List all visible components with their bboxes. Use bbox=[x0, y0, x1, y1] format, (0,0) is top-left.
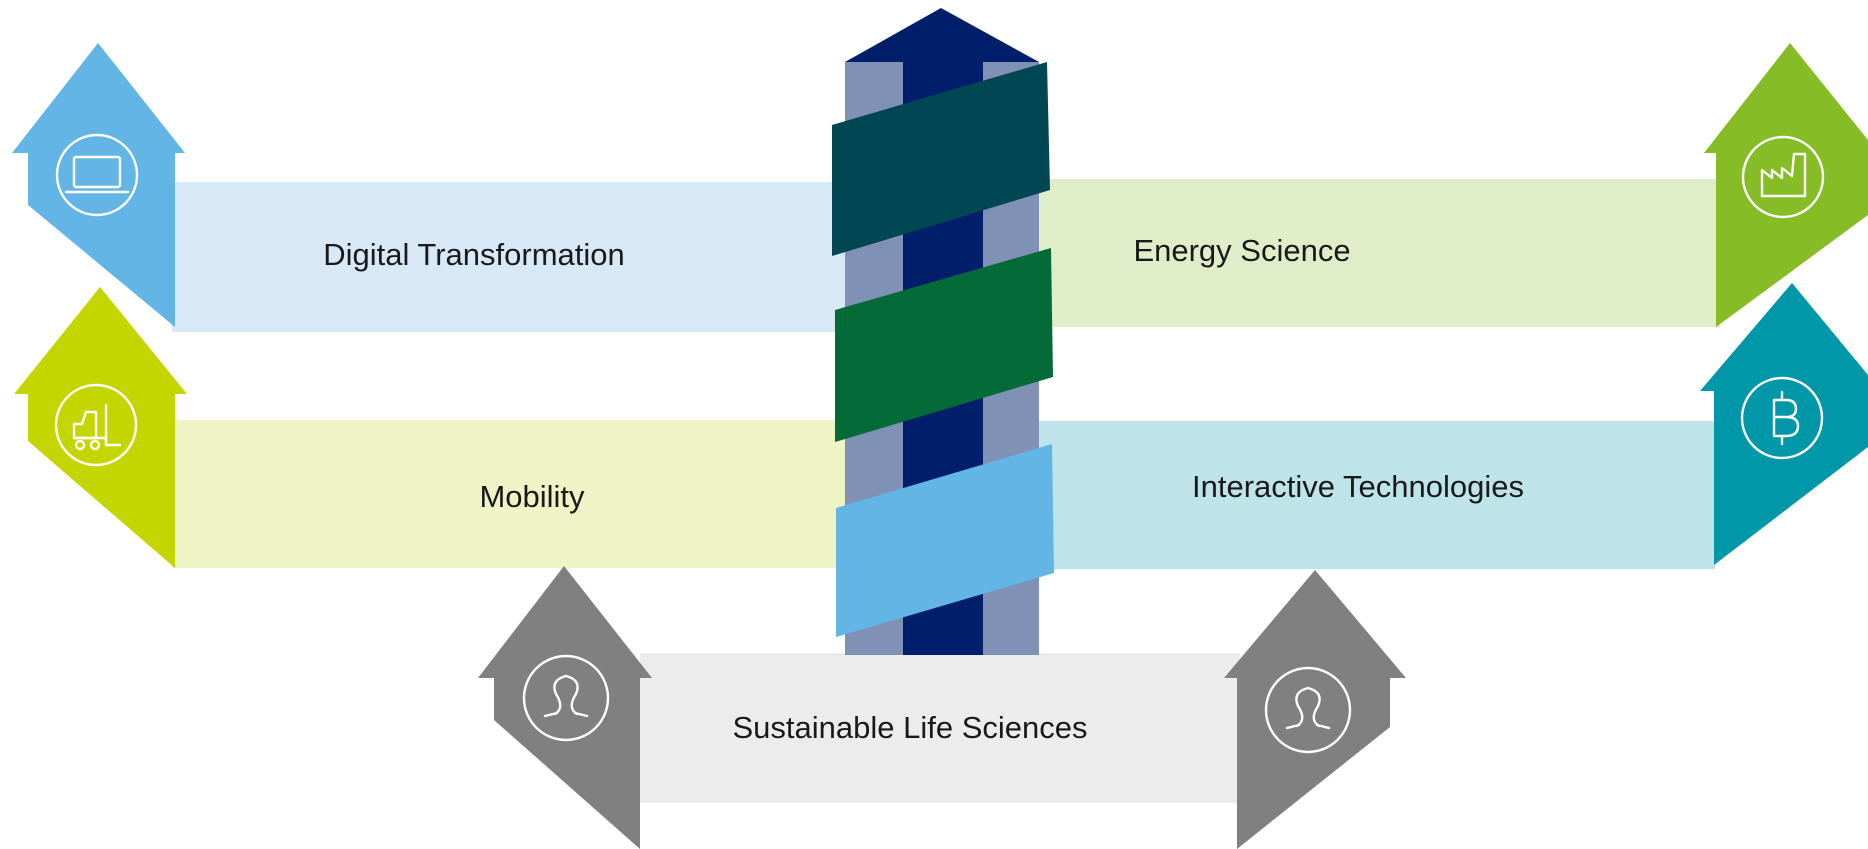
band-digital-transformation bbox=[172, 182, 852, 332]
band-top bbox=[832, 62, 1050, 256]
arrow-interactive-technologies bbox=[1700, 283, 1868, 565]
arrow-digital-transformation bbox=[12, 43, 185, 327]
band-interactive-technologies bbox=[1035, 421, 1715, 569]
band-bottom bbox=[836, 444, 1054, 637]
band-energy-science bbox=[1035, 179, 1720, 327]
label-digital-transformation: Digital Transformation bbox=[323, 237, 625, 272]
person-icon-right bbox=[1264, 666, 1352, 754]
label-sustainable-life-sciences: Sustainable Life Sciences bbox=[732, 710, 1087, 745]
label-interactive-technologies: Interactive Technologies bbox=[1192, 469, 1524, 504]
label-energy-science: Energy Science bbox=[1133, 233, 1350, 268]
bitcoin-icon bbox=[1740, 376, 1824, 460]
factory-icon bbox=[1741, 135, 1825, 219]
forklift-icon bbox=[54, 383, 138, 467]
arrow-mobility bbox=[14, 287, 187, 568]
band-mobility bbox=[172, 420, 852, 568]
column-arrowhead bbox=[845, 8, 1039, 62]
arrow-life-sciences-left bbox=[478, 566, 652, 849]
label-mobility: Mobility bbox=[479, 479, 585, 514]
band-sustainable-life-sciences bbox=[640, 653, 1240, 803]
person-icon bbox=[522, 654, 610, 742]
band-middle bbox=[835, 248, 1053, 442]
laptop-icon bbox=[55, 133, 139, 217]
arrow-energy-science bbox=[1704, 43, 1868, 327]
